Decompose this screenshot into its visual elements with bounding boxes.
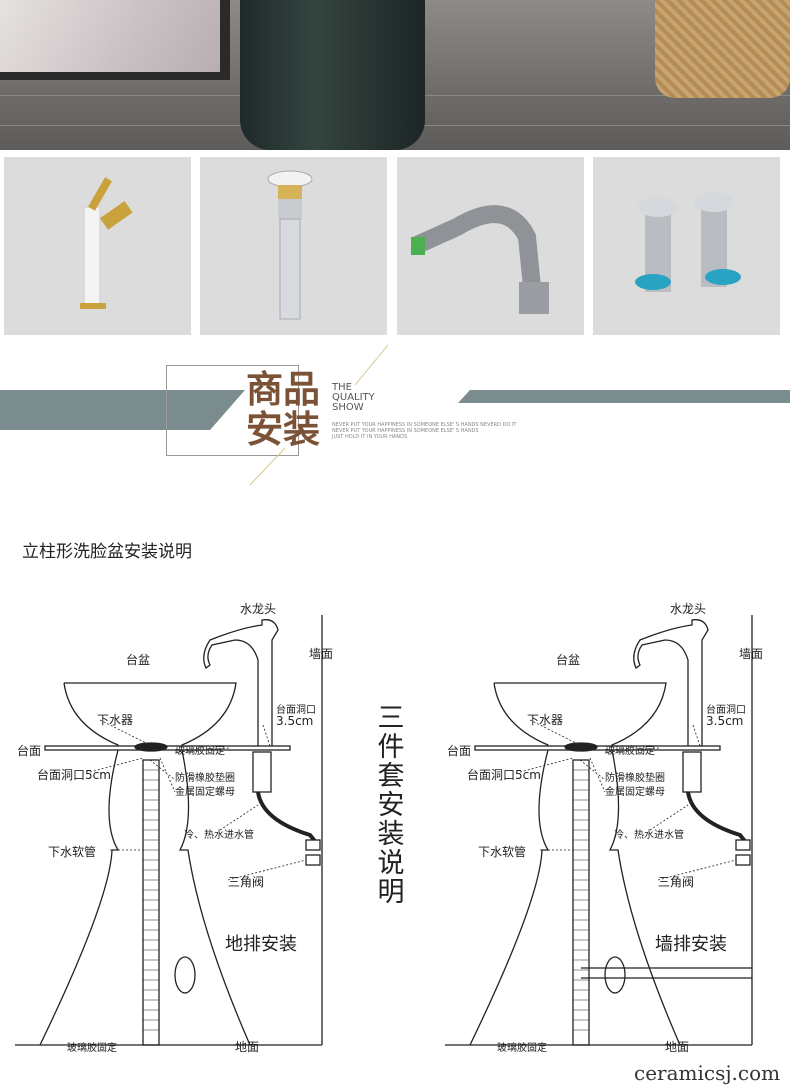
thumbnail-drain-hose[interactable]	[397, 157, 584, 335]
en-line-3: SHOW	[332, 402, 364, 413]
label-glue: 玻璃胶固定	[175, 746, 225, 757]
label-mode: 地排安装	[225, 934, 297, 955]
wall-picture-frame	[0, 0, 230, 80]
label-hole-small: 台面洞口	[706, 705, 746, 716]
quality-show-text: THE QUALITY SHOW	[332, 383, 375, 413]
title-line-2: 安装	[246, 408, 320, 451]
thumbnail-drain[interactable]	[200, 157, 387, 335]
label-valve: 三角阀	[658, 875, 695, 889]
label-hole-small-size: 3.5cm	[276, 714, 314, 728]
label-nut: 金属固定螺母	[605, 787, 665, 798]
label-floor: 地面	[235, 1040, 260, 1054]
label-drain: 下水器	[97, 713, 134, 727]
label-wall: 墙面	[739, 647, 764, 661]
label-hole-big: 台面洞口5cm	[467, 768, 541, 782]
label-drain: 下水器	[527, 713, 564, 727]
label-mode: 墙排安装	[655, 934, 727, 955]
label-basin: 台盆	[556, 653, 581, 667]
label-floor: 地面	[665, 1040, 690, 1054]
tagline-1: NEVER PUT YOUR HAPPINESS IN SOMEONE ELSE…	[332, 422, 517, 428]
label-faucet: 水龙头	[670, 602, 707, 616]
label-gasket: 防滑橡胶垫圈	[605, 773, 665, 784]
label-faucet: 水龙头	[240, 602, 277, 616]
en-line-1: THE	[332, 382, 352, 393]
label-counter: 台面	[447, 744, 472, 758]
label-nut: 金属固定螺母	[175, 787, 235, 798]
basket-photo	[655, 0, 790, 98]
tagline: NEVER PUT YOUR HAPPINESS IN SOMEONE ELSE…	[332, 422, 516, 440]
floor-drain-diagram	[13, 613, 324, 1047]
label-counter: 台面	[17, 744, 42, 758]
en-line-2: QUALITY	[332, 392, 375, 403]
thumbnail-faucet[interactable]	[4, 157, 191, 335]
pedestal-basin-photo	[240, 0, 425, 150]
label-glue-floor: 玻璃胶固定	[497, 1043, 547, 1054]
label-hole-small: 台面洞口	[276, 705, 316, 716]
label-wall: 墙面	[309, 647, 334, 661]
label-glue-floor: 玻璃胶固定	[67, 1043, 117, 1054]
label-gasket: 防滑橡胶垫圈	[175, 773, 235, 784]
diagram-title: 立柱形洗脸盆安装说明	[22, 542, 192, 562]
label-basin: 台盆	[126, 653, 151, 667]
tagline-3: JUST HOLD IT IN YOUR HANDS	[332, 434, 408, 440]
tagline-2: NEVER PUT YOUR HAPPINESS IN SOMEONE ELSE…	[332, 428, 479, 434]
label-valve: 三角阀	[228, 875, 265, 889]
label-hose: 下水软管	[478, 845, 527, 859]
label-glue: 玻璃胶固定	[605, 746, 655, 757]
thumbnail-angle-valves[interactable]	[593, 157, 780, 335]
label-inlet: 冷、热水进水管	[614, 830, 684, 841]
wall-drain-diagram	[443, 613, 754, 1047]
hero-photo	[0, 0, 790, 150]
center-title: 三件套安装说明	[377, 703, 405, 908]
label-inlet: 冷、热水进水管	[184, 830, 254, 841]
watermark: ceramicsj.com	[634, 1061, 781, 1085]
label-hole-small-size: 3.5cm	[706, 714, 744, 728]
title-line-1: 商品	[246, 368, 320, 411]
banner-graphics	[0, 344, 790, 486]
section-title: 商品 安装	[246, 370, 320, 450]
label-hose: 下水软管	[48, 845, 97, 859]
label-hole-big: 台面洞口5cm	[37, 768, 111, 782]
